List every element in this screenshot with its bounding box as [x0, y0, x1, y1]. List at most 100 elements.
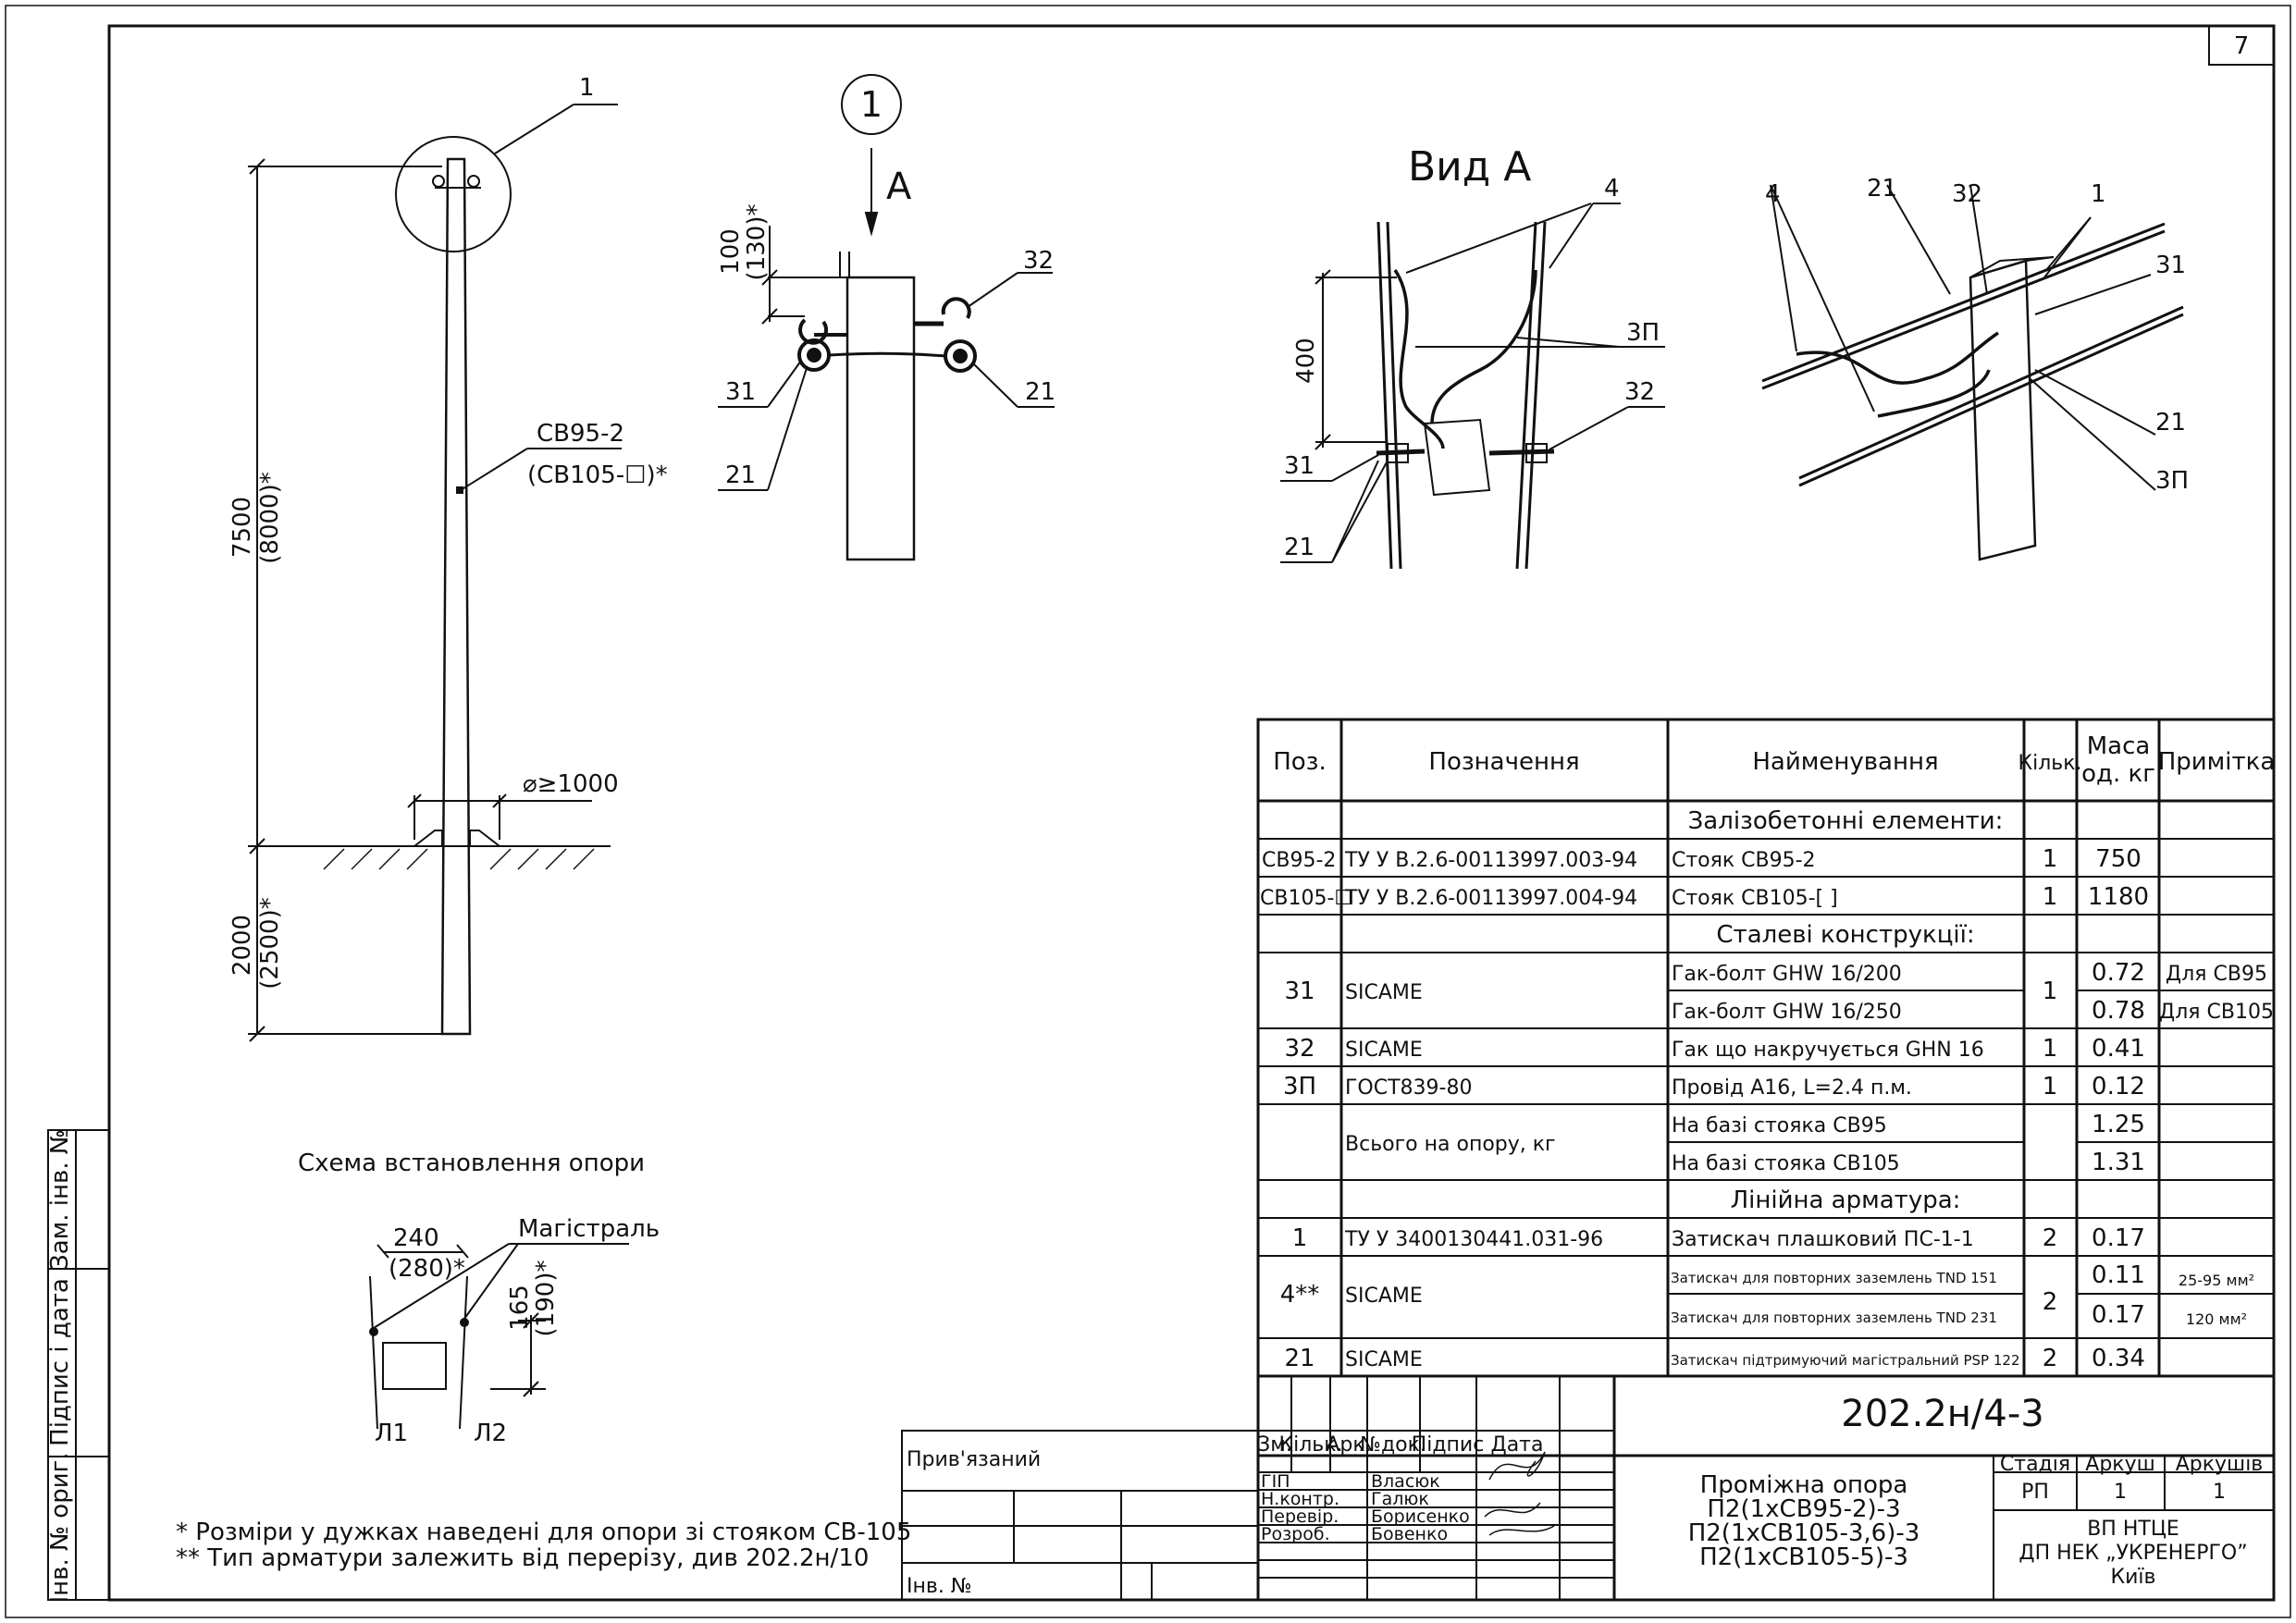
col-doc: №док.: [1360, 1433, 1426, 1457]
stamp-zam-inv: Зам. інв. №: [46, 1129, 74, 1270]
r4-pos: 32: [1284, 1035, 1315, 1063]
org-2: ДП НЕК „УКРЕНЕРГО”: [2018, 1542, 2247, 1565]
th-mass-2: од. кг: [2081, 760, 2155, 788]
th-note: Примітка: [2158, 748, 2276, 776]
object-title-4: П2(1хСВ105-5)-3: [1699, 1543, 1908, 1571]
tag-21-iso-top: 21: [1867, 175, 1897, 203]
col-date: Дата: [1491, 1433, 1544, 1457]
r3-pos: 31: [1284, 977, 1315, 1005]
r3-mass-a: 0.72: [2092, 959, 2145, 987]
main-line-label: Магістраль: [518, 1215, 660, 1243]
isometric-view: [1761, 184, 2184, 561]
r7-pos: 1: [1292, 1224, 1308, 1252]
col-zm: Зм.: [1257, 1433, 1292, 1457]
tag-32-view: 32: [1624, 378, 1655, 406]
col-qty: Кільк.: [1278, 1433, 1342, 1457]
th-qty: Кільк.: [2018, 752, 2081, 775]
r1-pos: СВ95-2: [1262, 849, 1336, 872]
dim-above-ground-alt: (8000)*: [256, 472, 284, 563]
r8-qty: 2: [2043, 1288, 2058, 1316]
section-steel: Сталеві конструкції:: [1716, 921, 1974, 949]
r7-name: Затискач плашковий ПС-1-1: [1672, 1228, 1974, 1251]
r9-mass: 0.34: [2092, 1345, 2145, 1372]
tag-4-iso: 4: [1765, 180, 1781, 208]
r4-name: Гак що накручується GHN 16: [1672, 1039, 1984, 1062]
dim-top: 100: [717, 228, 745, 275]
r1-qty: 1: [2043, 845, 2058, 873]
r7-qty: 2: [2043, 1224, 2058, 1252]
r1-des: ТУ У В.2.6-00113997.003-94: [1344, 849, 1637, 872]
r8-note-b: 120 мм²: [2186, 1310, 2247, 1328]
r6-des: Всього на опору, кг: [1345, 1133, 1556, 1156]
r8-name-a: Затискач для повторних заземлень TND 151: [1671, 1270, 1997, 1286]
r4-des: SICAME: [1345, 1039, 1423, 1062]
inventory-label: Інв. №: [907, 1575, 972, 1598]
sheets-value: 1: [2213, 1481, 2226, 1504]
tag-3p-iso: 3П: [2155, 467, 2189, 495]
role-gip: ГІП: [1261, 1471, 1290, 1492]
role-perevir: Перевір.: [1261, 1506, 1339, 1527]
tag-1-iso: 1: [2091, 180, 2106, 208]
r8-pos: 4**: [1280, 1281, 1320, 1309]
title-block: 202.2н/4-3 Прив'язаний Інв. № Зм. Кільк.…: [907, 1393, 2263, 1598]
section-fittings: Лінійна арматура:: [1731, 1187, 1961, 1214]
note-2: ** Тип арматури залежить від перерізу, д…: [176, 1544, 869, 1572]
dim-width: 240: [393, 1224, 439, 1252]
spec-table: Поз. Позначення Найменування Кільк. Маса…: [1260, 732, 2275, 1372]
r5-des: ГОСТ839-80: [1345, 1076, 1472, 1100]
r5-qty: 1: [2043, 1073, 2058, 1100]
r2-des: ТУ У В.2.6-00113997.004-94: [1344, 887, 1637, 910]
r7-mass: 0.17: [2092, 1224, 2145, 1252]
attached-label: Прив'язаний: [907, 1448, 1041, 1471]
spec-table-grid: [1256, 718, 2276, 1378]
role-nkontr: Н.контр.: [1261, 1489, 1339, 1509]
tag-32-detail: 32: [1023, 247, 1054, 275]
col-sheet: Арк.: [1326, 1433, 1371, 1457]
r3-qty: 1: [2043, 977, 2058, 1005]
sheet-number: 7: [2234, 32, 2250, 60]
r2-mass: 1180: [2088, 883, 2149, 911]
dim-above-ground: 7500: [228, 497, 256, 558]
r9-pos: 21: [1284, 1345, 1315, 1372]
detail-callout-number: 1: [860, 84, 883, 125]
r9-name: Затискач підтримуючий магістральний PSP …: [1671, 1352, 2020, 1369]
r4-qty: 1: [2043, 1035, 2058, 1063]
r4-mass: 0.41: [2092, 1035, 2145, 1063]
object-title-1: Проміжна опора: [1700, 1471, 1908, 1499]
title-block-grid: [901, 1376, 2274, 1601]
stage-label: Стадія: [2000, 1453, 2070, 1476]
name-nkontr: Галюк: [1371, 1489, 1429, 1509]
stamp-sign-date: Підпис і дата: [46, 1278, 74, 1446]
callout-number-tag: 1: [579, 74, 595, 102]
section-concrete: Залізобетонні елементи:: [1688, 807, 2004, 835]
dim-below-ground-alt: (2500)*: [256, 897, 284, 989]
r5-name: Провід А16, L=2.4 п.м.: [1672, 1076, 1912, 1100]
r6-name-a: На базі стояка СВ95: [1672, 1114, 1887, 1137]
dim-400: 400: [1292, 338, 1320, 384]
line-l2-label: Л2: [474, 1420, 507, 1447]
role-rozrob: Розроб.: [1261, 1524, 1330, 1544]
name-perevir: Борисенко: [1371, 1506, 1470, 1527]
tag-3p-view: 3П: [1626, 319, 1660, 347]
view-letter: А: [886, 166, 912, 208]
dim-height-alt: (190)*: [532, 1260, 560, 1337]
dim-width-alt: (280)*: [389, 1255, 465, 1283]
line-l1-label: Л1: [375, 1420, 408, 1447]
r6-mass-b: 1.31: [2092, 1149, 2145, 1176]
dim-height: 165: [506, 1285, 534, 1331]
object-title-2: П2(1хСВ95-2)-3: [1707, 1495, 1900, 1523]
pole-label-alt: (СВ105-☐)*: [527, 461, 668, 489]
tag-4-view: 4: [1604, 175, 1620, 203]
dim-below-ground: 2000: [228, 915, 256, 976]
r3-name-a: Гак-болт GHW 16/200: [1672, 963, 1902, 986]
pole-label: СВ95-2: [537, 420, 624, 448]
tag-21-detail-right: 21: [1025, 378, 1055, 406]
r1-mass: 750: [2095, 845, 2142, 873]
dim-top-alt: (130)*: [743, 204, 771, 281]
r3-note-a: Для СВ95: [2166, 963, 2267, 986]
org-3: Київ: [2111, 1566, 2156, 1589]
signature-marks: [1484, 1451, 1555, 1536]
th-designation: Позначення: [1428, 748, 1579, 776]
th-pos: Поз.: [1273, 748, 1327, 776]
